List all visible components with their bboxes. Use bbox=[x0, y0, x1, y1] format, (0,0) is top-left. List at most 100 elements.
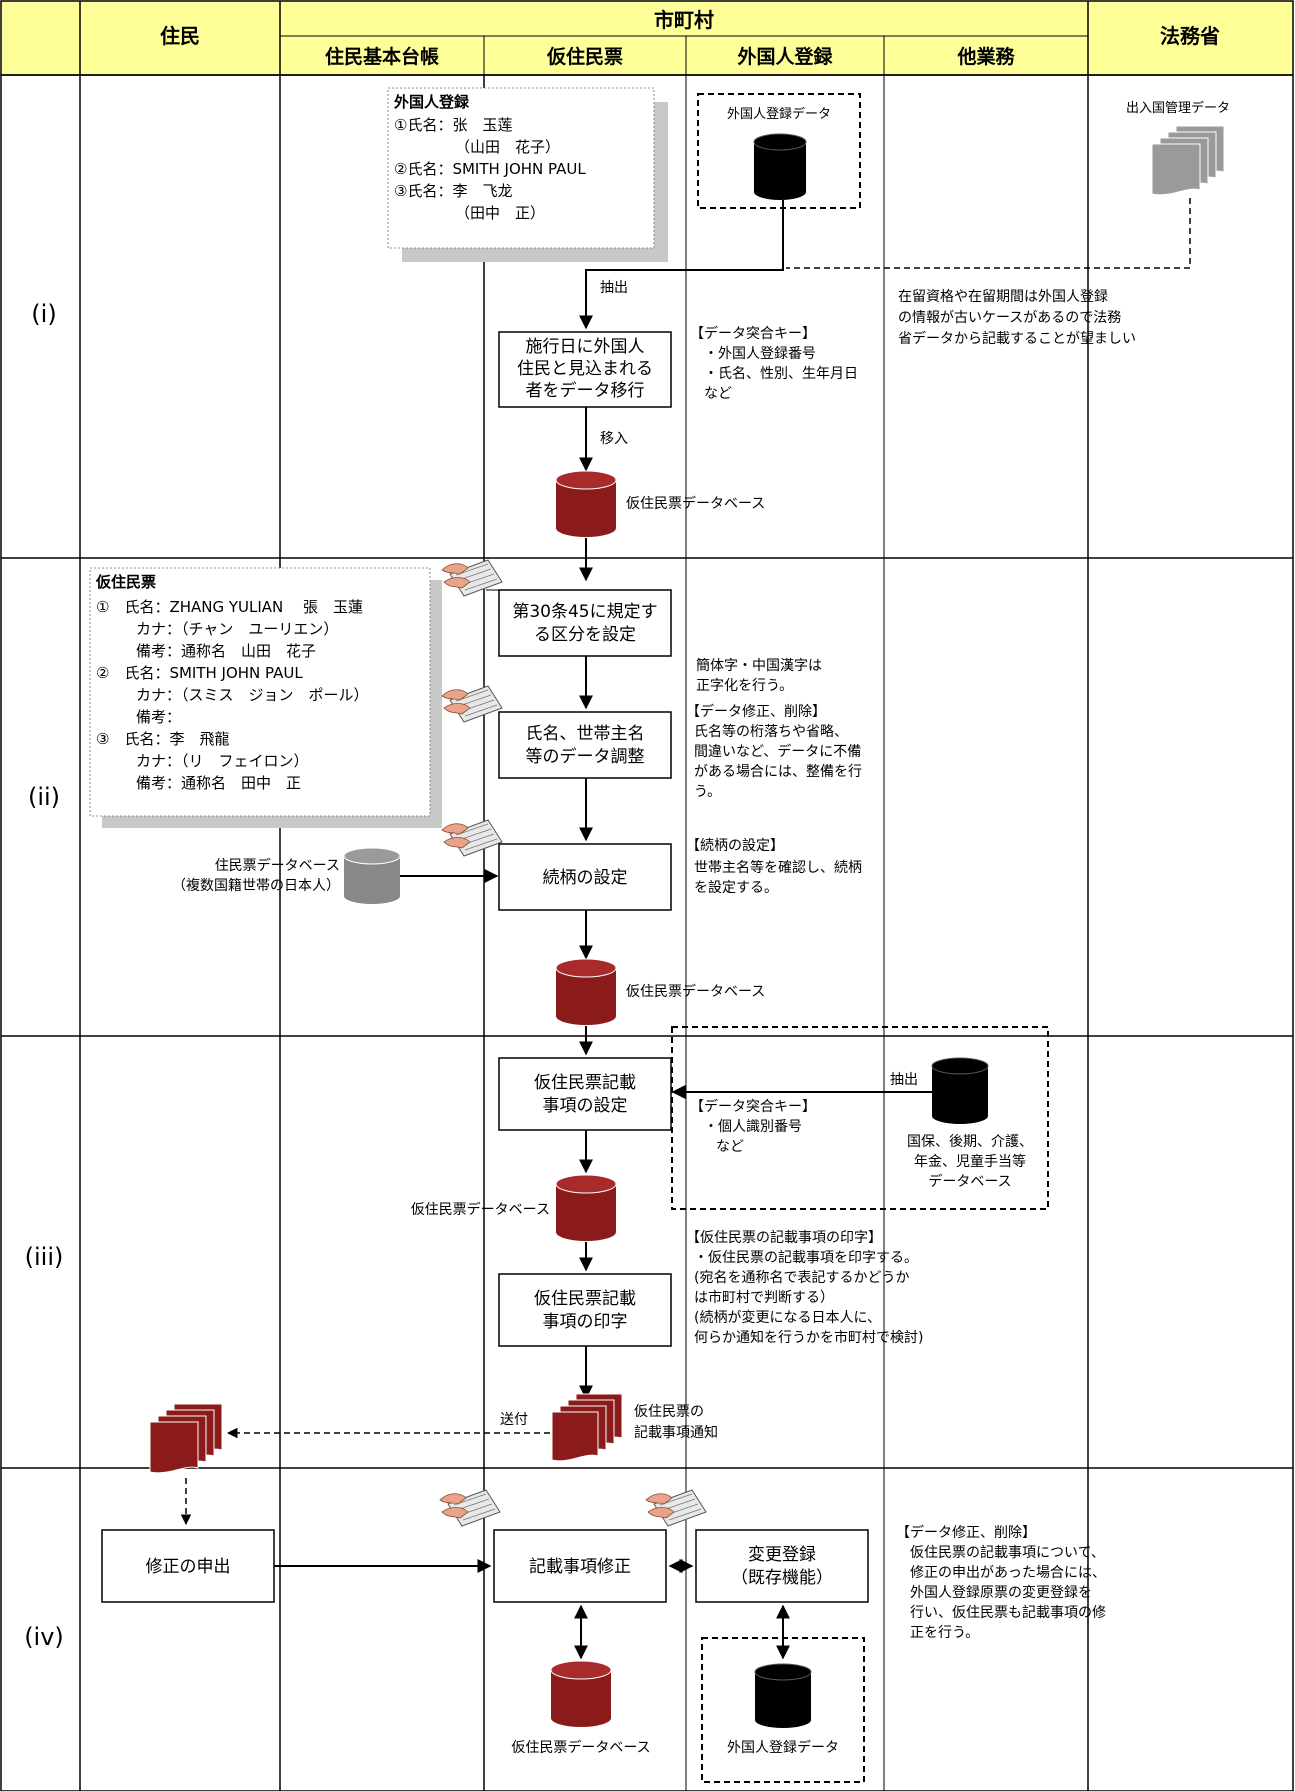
classify-box-line-1: 第30条45に規定す bbox=[512, 602, 657, 622]
fix-note-line-2: 間違いなど、データに不備 bbox=[694, 743, 861, 760]
adjust-box-line-2: 等のデータ調整 bbox=[526, 746, 645, 767]
immigration-data-icon bbox=[1151, 125, 1225, 196]
header-other-business: 他業務 bbox=[956, 45, 1015, 68]
p4-note-line-4: 行い、仮住民票も記載事項の修 bbox=[910, 1604, 1106, 1621]
pr-card-line-3: 備考：通称名 山田 花子 bbox=[136, 642, 316, 660]
print-note-line-2: (宛名を通称名で表記するかどうか bbox=[694, 1269, 909, 1286]
provisional-db-label-3: 仮住民票データベース bbox=[411, 1201, 550, 1218]
header-resident: 住民 bbox=[160, 24, 200, 48]
resident-db-label-2: （複数国籍世帯の日本人） bbox=[172, 877, 340, 894]
fr-card-line-3: ②氏名：SMITH JOHN PAUL bbox=[394, 160, 586, 178]
other-db-label-1: 国保、後期、介護、 bbox=[907, 1134, 1033, 1150]
provisional-db-icon-3 bbox=[555, 1174, 617, 1241]
fr-card-line-5: （田中 正） bbox=[455, 204, 545, 222]
fix-note-title: 【データ修正、削除】 bbox=[686, 703, 826, 720]
key-note-title: 【データ突合キー】 bbox=[690, 325, 816, 342]
migrate-box-line-3: 者をデータ移行 bbox=[526, 380, 645, 401]
key-note-line-3: など bbox=[704, 386, 732, 402]
provisional-db-label-4: 仮住民票データベース bbox=[511, 1739, 650, 1756]
fix-note-line-4: う。 bbox=[694, 784, 721, 800]
send-label: 送付 bbox=[500, 1412, 528, 1428]
relation-note-line-1: 世帯主名等を確認し、続柄 bbox=[694, 859, 862, 876]
print-note-line-4: (続柄が変更になる日本人に、 bbox=[694, 1309, 881, 1326]
lane-label-iii: (iii) bbox=[25, 1243, 64, 1271]
header: 住民 市町村 住民基本台帳 仮住民票 外国人登録 他業務 法務省 bbox=[0, 0, 1294, 76]
fr-database-icon bbox=[753, 133, 807, 200]
print-box-line-2: 事項の印字 bbox=[543, 1312, 628, 1332]
fix-note-line-1: 氏名等の桁落ちや省略、 bbox=[694, 723, 848, 740]
other-db-label-3: データベース bbox=[928, 1173, 1011, 1190]
keyboard-icon-3 bbox=[441, 819, 503, 857]
phase-2: 仮住民票 ① 氏名：ZHANG YULIAN 張 玉蓮 カナ：（チャン ユーリエ… bbox=[89, 559, 862, 1056]
print-box-line-1: 仮住民票記載 bbox=[534, 1289, 636, 1309]
keyboard-icon-1 bbox=[441, 559, 503, 597]
pr-card-line-6: 備考： bbox=[136, 708, 181, 726]
keyboard-icon-2 bbox=[441, 685, 503, 723]
provisional-db-label-2: 仮住民票データベース bbox=[626, 983, 765, 1000]
key-note-line-2: ・氏名、性別、生年月日 bbox=[704, 366, 858, 382]
ministry-note-line-3: 省データから記載することが望ましい bbox=[898, 330, 1136, 347]
fr-data-label-2: 外国人登録データ bbox=[727, 1739, 839, 1756]
p4-note-line-2: 修正の申出があった場合には、 bbox=[910, 1565, 1106, 1581]
resident-db-icon bbox=[343, 847, 401, 904]
resident-docs-icon bbox=[149, 1403, 223, 1474]
pr-card-line-4: ② 氏名：SMITH JOHN PAUL bbox=[96, 664, 303, 682]
p4-note-line-1: 仮住民票の記載事項について、 bbox=[910, 1544, 1105, 1561]
pr-card-title: 仮住民票 bbox=[95, 573, 156, 591]
pr-card-line-2: カナ：（チャン ユーリエン） bbox=[136, 620, 338, 638]
classify-box-line-2: る区分を設定 bbox=[534, 625, 636, 645]
relation-note-title: 【続柄の設定】 bbox=[686, 837, 784, 854]
print-note-line-3: は市町村で判断する） bbox=[694, 1289, 834, 1306]
other-extract-label: 抽出 bbox=[890, 1072, 918, 1088]
adjust-box-line-1: 氏名、世帯主名 bbox=[526, 724, 645, 744]
change-box-line-1: 変更登録 bbox=[748, 1545, 816, 1565]
header-ministry: 法務省 bbox=[1160, 24, 1220, 48]
set-box-line-1: 仮住民票記載 bbox=[534, 1073, 636, 1093]
relation-note-line-2: を設定する。 bbox=[694, 880, 778, 896]
notice-label-2: 記載事項通知 bbox=[634, 1424, 718, 1441]
other-db-icon bbox=[931, 1057, 989, 1124]
p4-note-line-3: 外国人登録原票の変更登録を bbox=[910, 1584, 1092, 1601]
print-note-line-1: ・仮住民票の記載事項を印字する。 bbox=[694, 1249, 918, 1266]
pr-card-line-7: ③ 氏名：李 飛龍 bbox=[96, 730, 229, 748]
header-basic-register: 住民基本台帳 bbox=[325, 45, 439, 68]
provisional-db-icon-1 bbox=[555, 470, 617, 537]
notice-label-1: 仮住民票の bbox=[634, 1404, 704, 1420]
print-note-line-5: 何らか通知を行うかを市町村で検討) bbox=[694, 1329, 923, 1346]
print-note-title: 【仮住民票の記載事項の印字】 bbox=[686, 1229, 882, 1246]
fr-card-line-1: ①氏名：张 玉莲 bbox=[394, 116, 512, 134]
ministry-note-line-2: の情報が古いケースがあるので法務 bbox=[898, 310, 1121, 326]
pr-card-line-1: ① 氏名：ZHANG YULIAN 張 玉蓮 bbox=[96, 598, 363, 616]
key-note-line-1: ・外国人登録番号 bbox=[704, 346, 816, 362]
pr-card-line-9: 備考：通称名 田中 正 bbox=[136, 774, 301, 792]
pr-card-line-8: カナ：（リ フェイロン） bbox=[136, 752, 309, 770]
lane-label-ii: (ii) bbox=[28, 783, 60, 811]
provisional-db-icon-4 bbox=[550, 1660, 612, 1727]
header-provisional-register: 仮住民票 bbox=[546, 45, 623, 68]
pr-card-line-5: カナ：（スミス ジョン ポール） bbox=[136, 686, 369, 704]
provisional-db-icon-2 bbox=[555, 958, 617, 1025]
fr-database-icon-2 bbox=[754, 1663, 812, 1728]
keyboard-icon-5 bbox=[645, 1489, 707, 1527]
relation-box: 続柄の設定 bbox=[543, 868, 628, 888]
lane-label-i: (i) bbox=[31, 300, 56, 328]
phase-4: 修正の申出 記載事項修正 変更登録 （既存機能） 【データ修正、削除】 仮住民票… bbox=[101, 1489, 1106, 1783]
phase-1: 外国人登録 ①氏名：张 玉莲 （山田 花子） ②氏名：SMITH JOHN PA… bbox=[387, 87, 1230, 582]
header-foreigner-registration: 外国人登録 bbox=[737, 45, 833, 68]
correct-box: 記載事項修正 bbox=[529, 1557, 631, 1577]
fr-card-line-4: ③氏名：李 飞龙 bbox=[394, 182, 512, 200]
notice-docs-icon bbox=[551, 1393, 623, 1462]
other-db-label-2: 年金、児童手当等 bbox=[914, 1153, 1026, 1170]
key3-title: 【データ突合キー】 bbox=[690, 1098, 816, 1115]
key3-line-2: など bbox=[716, 1139, 744, 1155]
set-box-line-2: 事項の設定 bbox=[543, 1096, 628, 1116]
simplified-note-2: 正字化を行う。 bbox=[696, 678, 793, 694]
import-label: 移入 bbox=[600, 431, 628, 447]
lane-label-iv: (iv) bbox=[24, 1623, 64, 1651]
migrate-box-line-1: 施行日に外国人 bbox=[526, 337, 645, 357]
ministry-note-line-1: 在留資格や在留期間は外国人登録 bbox=[898, 289, 1108, 305]
p4-note-line-5: 正を行う。 bbox=[910, 1625, 979, 1641]
keyboard-icon-4 bbox=[439, 1489, 501, 1527]
extract-label: 抽出 bbox=[600, 280, 628, 296]
